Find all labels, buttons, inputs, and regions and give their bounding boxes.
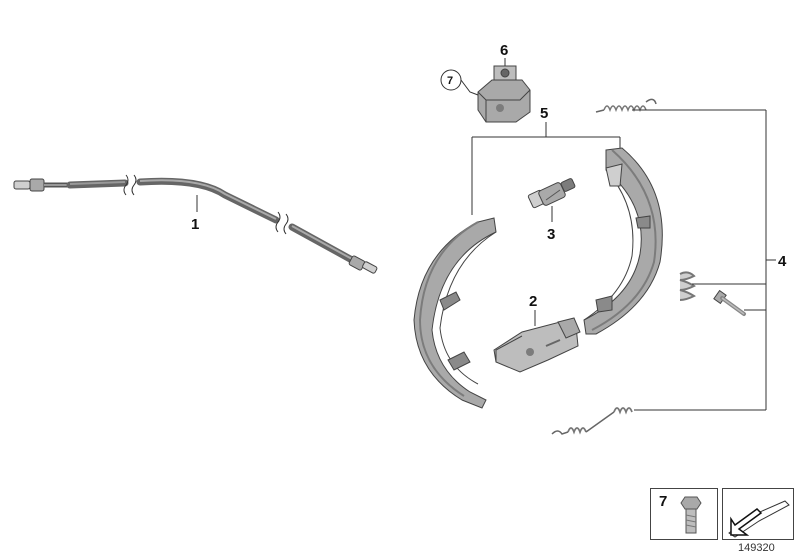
callout-6[interactable]: 6 [500,42,508,59]
callout-2[interactable]: 2 [529,293,537,310]
callout-3[interactable]: 3 [547,226,555,243]
adjuster[interactable] [527,178,576,209]
callout-7[interactable]: 7 [447,75,453,87]
legend-cell-arrow[interactable] [722,488,794,540]
spring-top[interactable] [595,98,657,113]
retaining-pin[interactable] [713,289,746,316]
diagram-id: 149320 [738,542,775,554]
callout-5[interactable]: 5 [540,105,548,122]
brake-cable[interactable] [13,174,378,274]
spring-bottom[interactable] [551,407,633,435]
legend-box: 7 [650,488,794,540]
leader-4 [632,109,776,411]
bolt-icon [680,496,702,534]
bracket[interactable] [477,65,531,123]
callout-4[interactable]: 4 [778,253,787,270]
leader-7 [460,79,479,96]
legend-item-number: 7 [659,493,668,510]
spring-small[interactable] [679,271,696,301]
brake-shoe-right[interactable] [583,147,663,335]
expander-lever[interactable] [493,317,581,373]
brake-shoe-left[interactable] [413,217,497,409]
callout-1[interactable]: 1 [191,216,199,233]
legend-cell-bolt[interactable]: 7 [650,488,718,540]
arrow-pointer-icon [728,500,790,538]
